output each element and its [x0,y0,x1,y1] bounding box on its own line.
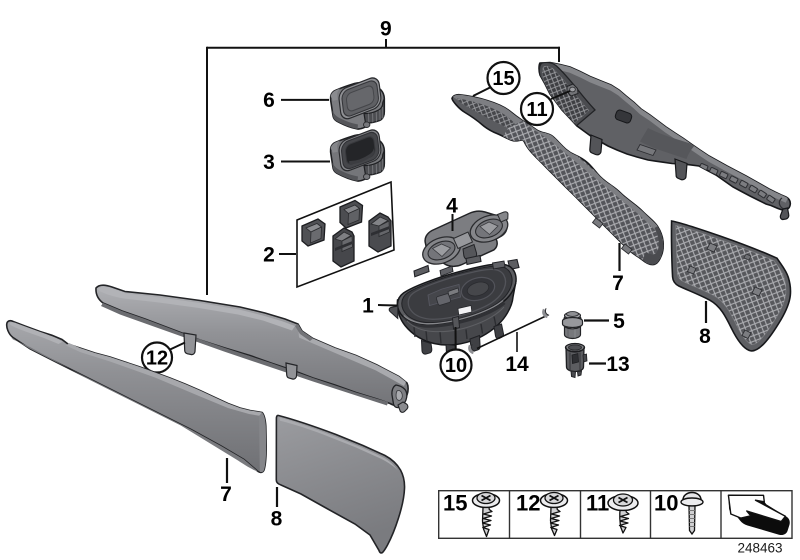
svg-text:8: 8 [699,325,711,348]
svg-text:10: 10 [654,491,678,516]
svg-text:9: 9 [380,18,392,41]
svg-text:2: 2 [263,243,275,266]
svg-text:4: 4 [446,194,458,217]
svg-text:12: 12 [146,348,168,370]
svg-text:5: 5 [613,310,625,333]
svg-text:10: 10 [445,355,467,377]
svg-text:14: 14 [505,353,529,376]
svg-text:248463: 248463 [737,541,782,556]
svg-text:11: 11 [526,99,547,121]
svg-text:13: 13 [606,353,629,376]
svg-text:15: 15 [492,68,514,90]
svg-text:6: 6 [263,89,275,112]
svg-text:7: 7 [220,483,232,506]
svg-text:3: 3 [263,151,275,174]
svg-text:7: 7 [612,272,624,295]
svg-text:11: 11 [586,491,609,516]
svg-text:1: 1 [362,294,374,317]
svg-text:8: 8 [271,508,283,531]
svg-text:12: 12 [516,491,540,516]
svg-text:15: 15 [443,491,467,516]
